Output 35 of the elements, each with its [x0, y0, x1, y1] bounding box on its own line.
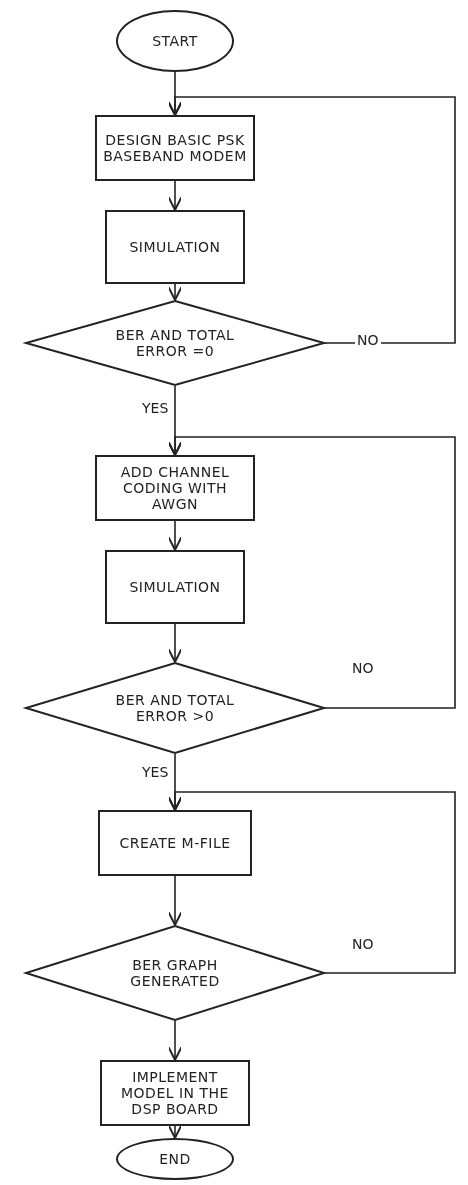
- edge-label: YES: [140, 400, 171, 416]
- node-text: ADD CHANNEL CODING WITH AWGN: [119, 463, 231, 513]
- node-text: SIMULATION: [129, 578, 221, 596]
- node-text: DESIGN BASIC PSK BASEBAND MODEM: [102, 131, 248, 165]
- node-text: SIMULATION: [129, 238, 221, 256]
- process-box: [95, 455, 255, 521]
- arrow: [167, 520, 183, 551]
- decision-diamond: [25, 662, 325, 754]
- edge-label: YES: [140, 764, 171, 780]
- arrow: [167, 623, 183, 663]
- arrow: [167, 283, 183, 301]
- arrow: [167, 180, 183, 211]
- arrow: [167, 436, 456, 709]
- node-text: CREATE M-FILE: [119, 834, 231, 852]
- arrow: [167, 875, 183, 926]
- arrow: [167, 791, 456, 974]
- node-text: BER GRAPH GENERATED: [129, 956, 221, 990]
- node-text: IMPLEMENT MODEL IN THE DSP BOARD: [120, 1068, 230, 1118]
- decision-diamond: [25, 925, 325, 1021]
- node-text: BER AND TOTAL ERROR =0: [114, 326, 236, 360]
- process-box: [105, 550, 245, 624]
- edge-label: NO: [355, 332, 381, 348]
- process-box: [95, 115, 255, 181]
- process-box: [100, 1060, 250, 1126]
- process-box: [98, 810, 252, 876]
- arrow: [167, 96, 456, 344]
- decision-diamond: [25, 300, 325, 386]
- arrow: [167, 1124, 183, 1139]
- process-box: [105, 210, 245, 284]
- edge-label: NO: [350, 936, 376, 952]
- node-text: START: [152, 32, 198, 50]
- node-text: END: [159, 1150, 191, 1168]
- arrow: [167, 1020, 183, 1061]
- edge-label: NO: [350, 660, 376, 676]
- node-text: BER AND TOTAL ERROR >0: [114, 691, 236, 725]
